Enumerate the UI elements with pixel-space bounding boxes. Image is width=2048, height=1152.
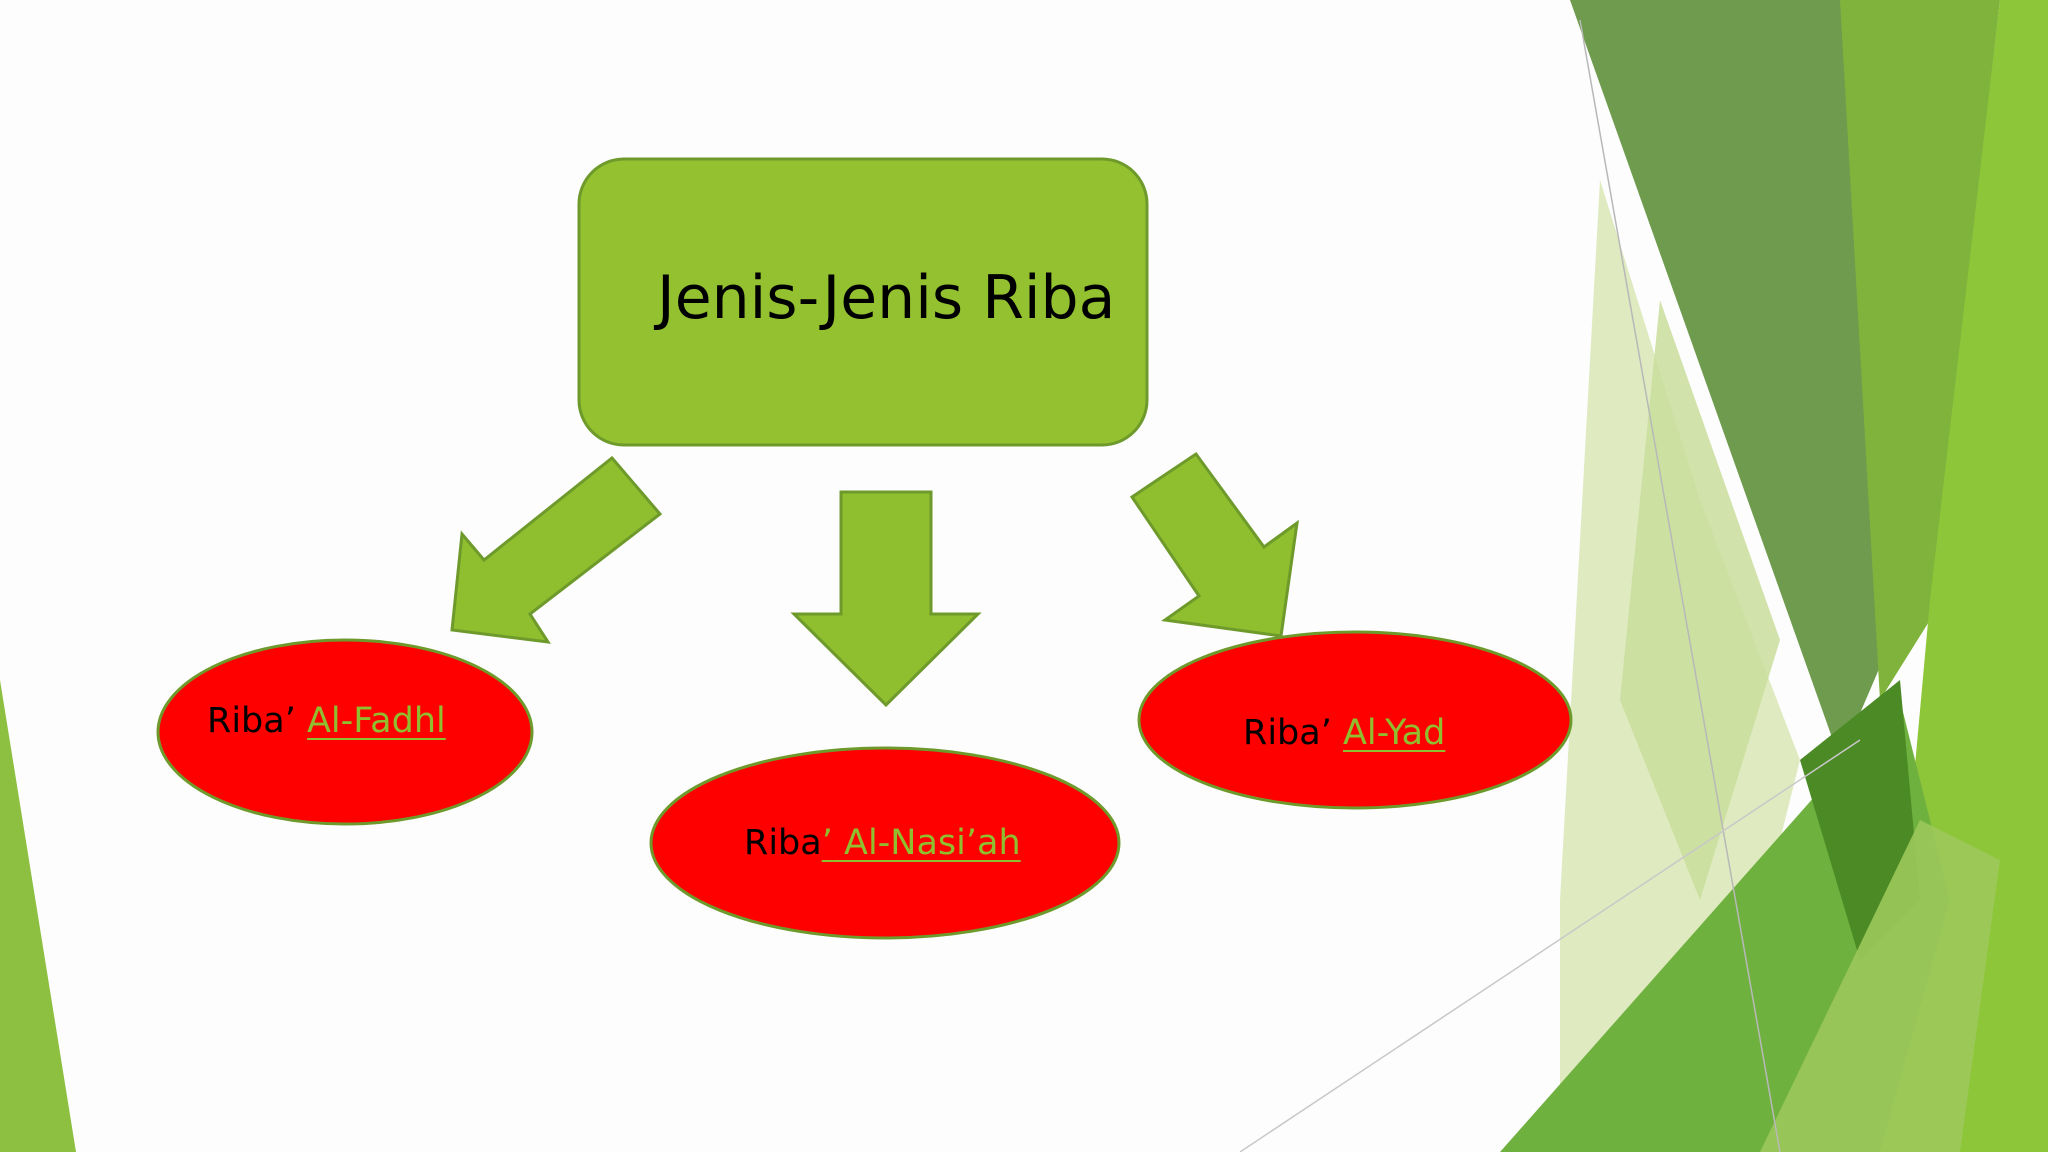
arrow-down-right [1129,451,1299,638]
facet-dark-top [1570,0,1900,760]
link-space[interactable] [833,823,844,863]
node-label-al-fadhl: Riba’ Al-Fadhl [207,704,446,739]
oval-al-yad[interactable] [1137,630,1573,810]
facet-mid-top [1840,0,2000,700]
node-prefix: Riba’ [1243,713,1343,753]
thin-line-2 [1239,739,1861,1152]
left-green-stripe [0,680,76,1152]
arrow-down-left [450,455,663,644]
node-prefix: Riba’ [207,701,307,741]
link-al-fadhl[interactable]: Al-Fadhl [306,701,446,741]
title-box[interactable] [577,157,1149,447]
facet-pale-light [1620,300,1780,900]
oval-al-fadhl[interactable] [156,638,534,826]
link-apostrophe[interactable]: ’ [821,823,833,863]
arrow-down [790,490,982,708]
thin-line-1 [1579,19,1781,1152]
node-label-al-nasiah: Riba’ Al-Nasi’ah [744,826,1021,861]
diagram-title: Jenis-Jenis Riba [657,263,1116,333]
node-label-al-yad: Riba’ Al-Yad [1243,716,1445,751]
link-al-yad[interactable]: Al-Yad [1342,713,1446,753]
link-al-nasiah[interactable]: Al-Nasi’ah [844,823,1021,863]
oval-al-nasiah[interactable] [649,746,1121,940]
node-prefix: Riba [744,823,822,863]
facet-light-bottom [1760,820,2000,1152]
